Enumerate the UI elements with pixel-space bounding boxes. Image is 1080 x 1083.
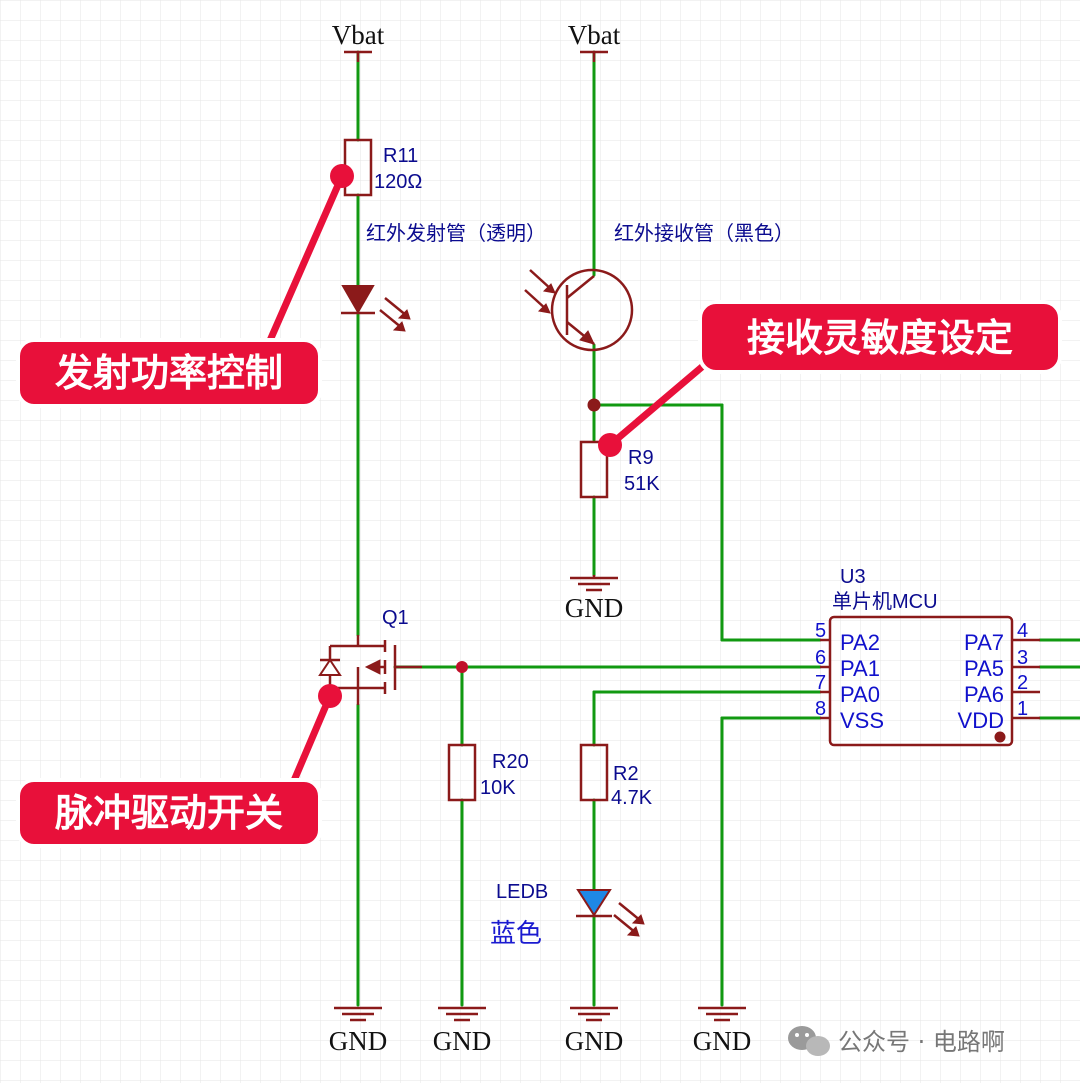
pin-name: PA0 — [840, 682, 880, 707]
ledb-note: 蓝色 — [490, 919, 542, 949]
vbat-left-label: Vbat — [332, 20, 385, 50]
callout-dot — [598, 433, 622, 457]
r9-ref: R9 — [628, 447, 654, 469]
callout-power-badge — [16, 338, 322, 408]
gnd-label: GND — [329, 1026, 388, 1056]
callout-sensitivity-text: 接收灵敏度设定 — [747, 316, 1013, 360]
ledb-ref: LEDB — [496, 881, 548, 903]
gnd-label: GND — [693, 1026, 752, 1056]
resistor-r20 — [447, 743, 477, 802]
gnd-symbol — [570, 1006, 618, 1022]
pin-number: 1 — [1017, 698, 1028, 720]
gnd-label: GND — [565, 593, 624, 623]
gnd-symbol — [334, 1006, 382, 1022]
resistor-r2 — [579, 743, 609, 802]
callout-switch-text: 脉冲驱动开关 — [55, 791, 283, 835]
junction-dot — [587, 398, 601, 412]
pin-name: PA7 — [964, 630, 1004, 655]
vbat-right-label: Vbat — [568, 20, 621, 50]
resistor-r9 — [579, 440, 609, 499]
vbat-right-symbol — [580, 50, 608, 62]
pin-number: 4 — [1017, 620, 1028, 642]
pin-number: 6 — [815, 647, 826, 669]
r11-value: 120Ω — [374, 171, 422, 193]
gnd-label: GND — [565, 1026, 624, 1056]
r11-ref: R11 — [383, 145, 418, 167]
gnd-symbol — [438, 1006, 486, 1022]
mcu-u3 — [820, 615, 1040, 747]
pin-number: 2 — [1017, 672, 1028, 694]
mosfet-q1 — [318, 635, 422, 705]
pin-number: 3 — [1017, 647, 1028, 669]
pin-name: VSS — [840, 708, 884, 733]
u3-ref: U3 — [840, 566, 866, 588]
pin-name: VDD — [958, 708, 1004, 733]
gnd-symbol — [698, 1006, 746, 1022]
r2-value: 4.7K — [611, 787, 653, 809]
q1-ref: Q1 — [382, 607, 409, 629]
led-blue — [576, 889, 645, 937]
pin-name: PA1 — [840, 656, 880, 681]
gnd-symbol — [570, 575, 618, 592]
u3-name: 单片机MCU — [832, 590, 938, 613]
ir-receiver-note: 红外接收管（黑色） — [614, 221, 794, 245]
watermark: 公众号 · 电路啊 — [838, 1028, 1005, 1056]
r20-ref: R20 — [492, 751, 529, 773]
pin-number: 7 — [815, 672, 826, 694]
r20-value: 10K — [480, 777, 516, 799]
callout-pointer — [286, 692, 334, 794]
callout-dot — [318, 684, 342, 708]
callout-sensitivity-badge — [698, 300, 1062, 374]
callout-power-text: 发射功率控制 — [55, 351, 283, 395]
pin-name: PA5 — [964, 656, 1004, 681]
ir-emitter-note: 红外发射管（透明） — [366, 221, 546, 245]
callout-pointer — [606, 351, 720, 449]
callout-switch-badge — [16, 778, 322, 848]
ir-emitter-diode — [341, 285, 411, 332]
r9-value: 51K — [624, 473, 660, 495]
pin-number: 8 — [815, 698, 826, 720]
pin-number: 5 — [815, 620, 826, 642]
pin-name: PA2 — [840, 630, 880, 655]
vbat-left-symbol — [344, 50, 372, 62]
callout-dot — [330, 164, 354, 188]
pin-name: PA6 — [964, 682, 1004, 707]
gnd-label: GND — [433, 1026, 492, 1056]
r2-ref: R2 — [613, 763, 639, 785]
wechat-icon — [788, 1026, 830, 1056]
ir-receiver-phototransistor — [524, 268, 634, 352]
callout-pointer — [264, 172, 346, 349]
junction-dot — [456, 661, 468, 673]
